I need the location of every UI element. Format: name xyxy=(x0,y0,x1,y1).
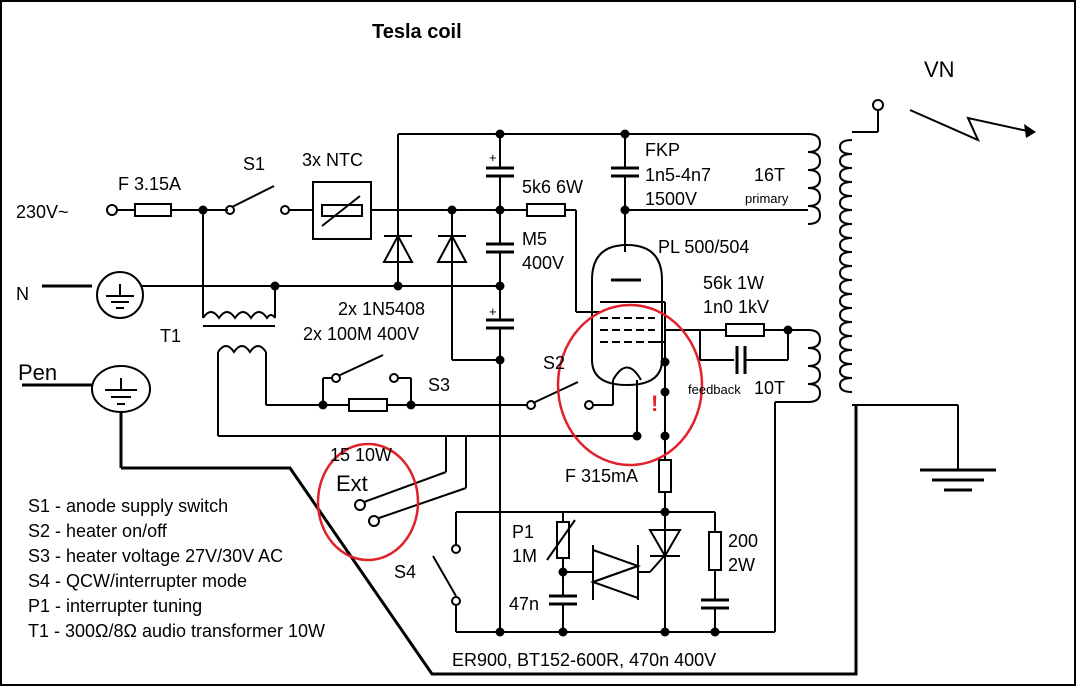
label-bottom-parts: ER900, BT152-600R, 470n 400V xyxy=(452,650,716,670)
label-mains-n: N xyxy=(16,284,29,304)
heater-switches xyxy=(266,354,613,412)
primary-circuit xyxy=(611,133,822,252)
resistor-15 xyxy=(348,398,388,412)
label-s4: S4 xyxy=(394,562,416,582)
label-s3: S3 xyxy=(428,375,450,395)
resistor-5k6 xyxy=(526,203,566,217)
label-tube: PL 500/504 xyxy=(658,237,749,257)
thyristor xyxy=(648,529,682,559)
legend-item: T1 - 300Ω/8Ω audio transformer 10W xyxy=(28,621,325,641)
label-fkp: FKP xyxy=(645,140,680,160)
spark-arrow xyxy=(909,109,1033,142)
label-fkp-volt: 1500V xyxy=(645,189,697,209)
label-caps-100m: 2x 100M 400V xyxy=(303,324,419,344)
label-diodes: 2x 1N5408 xyxy=(338,299,425,319)
label-res-5k6: 5k6 6W xyxy=(522,177,583,197)
diac xyxy=(590,545,641,600)
legend-item: S4 - QCW/interrupter mode xyxy=(28,571,247,591)
label-mains-l: 230V~ xyxy=(16,202,69,222)
label-cap-1n0: 1n0 1kV xyxy=(703,297,769,317)
primary-coil xyxy=(807,133,822,225)
ext-input xyxy=(354,436,467,527)
label-fuse-main: F 3.15A xyxy=(118,174,181,194)
label-ntc: 3x NTC xyxy=(302,150,363,170)
legend-item: S1 - anode supply switch xyxy=(28,496,228,516)
pen-ground xyxy=(22,365,858,676)
legend: S1 - anode supply switch S2 - heater on/… xyxy=(28,496,325,641)
label-res-56k: 56k 1W xyxy=(703,273,764,293)
svg-text:+: + xyxy=(489,150,497,165)
label-pen: Pen xyxy=(18,360,57,385)
feedback-coil xyxy=(807,329,822,403)
label-s2: S2 xyxy=(543,353,565,373)
label-feedback: feedback xyxy=(688,382,741,397)
label-p1-val: 1M xyxy=(512,546,537,566)
feedback-network xyxy=(664,323,822,632)
mains-wiring xyxy=(42,181,637,437)
highlight-ext xyxy=(316,442,420,562)
label-cap-m5: M5 xyxy=(522,229,547,249)
highlight-tube xyxy=(556,303,704,467)
label-vn: VN xyxy=(924,57,955,82)
label-feedback-turns: 10T xyxy=(754,378,785,398)
svg-text:+: + xyxy=(489,304,497,319)
label-fuse-anode: F 315mA xyxy=(565,466,638,486)
label-res-200: 200 xyxy=(728,531,758,551)
label-res-15: 15 10W xyxy=(330,445,392,465)
legend-item: S3 - heater voltage 27V/30V AC xyxy=(28,546,283,566)
resistor-56k xyxy=(725,323,765,337)
rectifier: + + xyxy=(382,133,808,632)
label-res-200-w: 2W xyxy=(728,555,755,575)
label-cap-47n: 47n xyxy=(509,594,539,614)
pot-p1 xyxy=(556,521,570,559)
label-s1: S1 xyxy=(243,154,265,174)
legend-item: S2 - heater on/off xyxy=(28,521,168,541)
title: Tesla coil xyxy=(372,21,462,43)
legend-item: P1 - interrupter tuning xyxy=(28,596,202,616)
label-primary-turns: 16T xyxy=(754,165,785,185)
label-t1: T1 xyxy=(160,326,181,346)
junctions xyxy=(198,129,793,637)
label-p1: P1 xyxy=(512,522,534,542)
label-cap-m5-volt: 400V xyxy=(522,253,564,273)
fuse-anode xyxy=(658,459,672,493)
label-primary: primary xyxy=(745,191,789,206)
label-ext: Ext xyxy=(336,471,368,496)
label-fkp-cap: 1n5-4n7 xyxy=(645,165,711,185)
resistor-200 xyxy=(708,531,722,571)
label-excl: ! xyxy=(651,391,658,416)
secondary-coil xyxy=(838,99,1036,492)
fuse-main xyxy=(134,203,172,217)
